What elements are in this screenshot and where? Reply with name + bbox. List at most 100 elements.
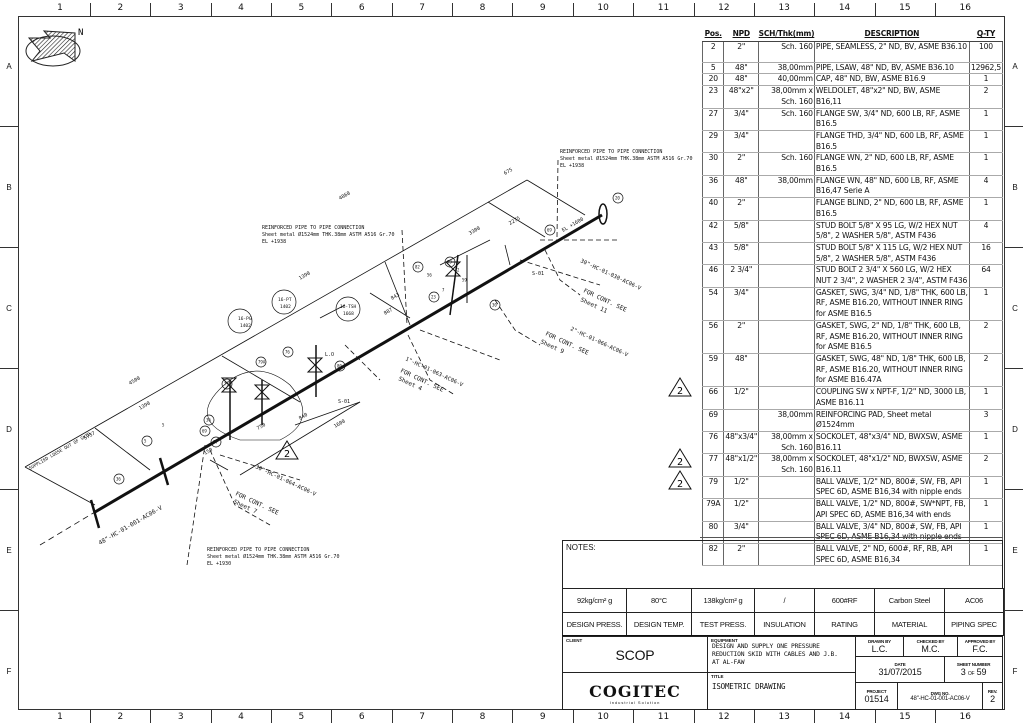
item-callout: 79 (447, 260, 452, 265)
bom-pos: 2 (701, 41, 725, 63)
reinf-note-elevation-3: EL +1930 (207, 561, 231, 567)
isometric-drawing: REINFORCED PIPE TO PIPE CONNECTION Sheet… (24, 149, 692, 567)
company-logo: COGITEC Industrial Solution (562, 672, 708, 710)
instrument-pg: 16-PG (238, 316, 252, 322)
item-callout: 36 (206, 418, 211, 423)
bom-npd: 2" (723, 152, 760, 176)
bom-sch: 38,00mm x Sch. 160 (758, 85, 815, 109)
condition-value-cell: 80°C (626, 588, 692, 613)
frame-tick (512, 710, 514, 723)
north-arrow-icon: N (25, 28, 83, 67)
frame-tick (0, 368, 18, 369)
bom-pos: 82 (701, 543, 725, 567)
bom-qty: 4 (968, 220, 1004, 243)
frame-tick (693, 3, 695, 16)
item-callout: 79A (258, 360, 266, 365)
column-number: 9 (539, 712, 546, 722)
bom-desc: WELDOLET, 48"x2" ND, BW, ASME B16,11 (813, 85, 970, 109)
condition-label-cell: PIPING SPEC (944, 612, 1004, 636)
bom-desc: PIPE, SEAMLESS, 2" ND, BV, ASME B36.10 (813, 41, 970, 63)
condition-value: / (783, 596, 786, 605)
logo-subtitle: Industrial Solution (609, 699, 661, 705)
bom-desc: FLANGE SW, 3/4" ND, 600 LB, RF, ASME B16… (813, 108, 970, 131)
condition-label: MATERIAL (891, 619, 928, 629)
frame-tick (633, 3, 635, 16)
frame-tick (753, 710, 755, 723)
frame-tick (90, 3, 91, 16)
dimension-label: 5737 (83, 431, 96, 442)
bom-sch: 38,00mm (758, 175, 815, 199)
bom-pos: 77 (701, 453, 725, 477)
checked-by-value: M.C. (921, 644, 940, 654)
revision-number: 2 (677, 479, 683, 490)
condition-value: 92kg/cm² g (576, 596, 613, 605)
date-value: 31/07/2015 (878, 667, 922, 677)
bom-qty: 1 (968, 521, 1004, 544)
condition-label: DESIGN TEMP. (633, 619, 685, 629)
column-number: 15 (899, 712, 911, 722)
drawing-number-label: DWG NO. (930, 690, 950, 696)
condition-value-cell: Carbon Steel (874, 588, 945, 613)
row-letter: A (6, 62, 12, 71)
drawing-number-value: 48"-HC-01-001-AC06-V (910, 695, 970, 702)
bom-sch: Sch. 160 (758, 152, 815, 176)
approved-by-value: F.C. (972, 644, 988, 654)
row-letter: C (6, 304, 12, 313)
dimension-label: 1600 (333, 419, 346, 430)
frame-tick (331, 3, 333, 16)
main-pipe (94, 213, 603, 514)
bom-pos: 56 (701, 320, 725, 354)
column-number: 2 (117, 3, 124, 13)
equipment-cell: EQUIPMENT DESIGN AND SUPPLY ONE PRESSURE… (707, 636, 856, 673)
bom-desc: REINFORCING PAD, Sheet metal Ø1524mm (813, 409, 970, 432)
bom-sch: 40,00mm (758, 73, 815, 87)
bom-qty: 1 (968, 543, 1004, 567)
condition-value-cell: AC06 (944, 588, 1004, 613)
bom-sch (758, 220, 815, 243)
bom-pos: 80 (701, 521, 725, 544)
instrument-tsh-no: 1668 (343, 311, 354, 317)
frame-tick (271, 3, 273, 16)
bom-sch (758, 476, 815, 500)
reinf-note-title: REINFORCED PIPE TO PIPE CONNECTION (262, 225, 364, 231)
column-number: 1 (57, 712, 63, 722)
revision-cell: REV.2 (982, 682, 1003, 710)
project-value: 01514 (864, 693, 889, 704)
bom-sch (758, 320, 815, 354)
reinf-note-detail-2: Sheet metal Ø1524mm THK.38mm ASTM A516 G… (560, 155, 692, 162)
bom-desc: STUD BOLT 5/8" X 115 LG, W/2 HEX NUT 5/8… (813, 242, 970, 266)
condition-label: INSULATION (763, 619, 806, 629)
dimension-label: 1390 (298, 271, 311, 282)
revision-triangle-icon: 2 (275, 440, 299, 465)
frame-tick (271, 710, 273, 723)
condition-label: RATING (831, 619, 858, 629)
bom-pos: 30 (701, 152, 725, 176)
condition-value: 600#RF (831, 596, 858, 605)
frame-tick (934, 710, 936, 723)
bom-qty: 1 (968, 287, 1004, 321)
bom-sch (758, 264, 815, 288)
bom-bottom-line (700, 537, 1003, 538)
bom-sch (758, 197, 815, 221)
bom-desc: GASKET, SWG, 3/4" ND, 1/8" THK, 600 LB, … (813, 287, 970, 321)
sheet-of: OF (967, 671, 975, 677)
drawn-by-value: L.C. (871, 644, 888, 654)
bom-sch: 38,00mm x Sch. 160 (758, 431, 815, 455)
revision-number: 2 (284, 449, 290, 460)
bom-sch: Sch. 160 (758, 41, 815, 63)
bom-npd: 48" (723, 73, 760, 87)
drawing-frame (18, 16, 1005, 710)
column-number: 7 (419, 712, 425, 722)
